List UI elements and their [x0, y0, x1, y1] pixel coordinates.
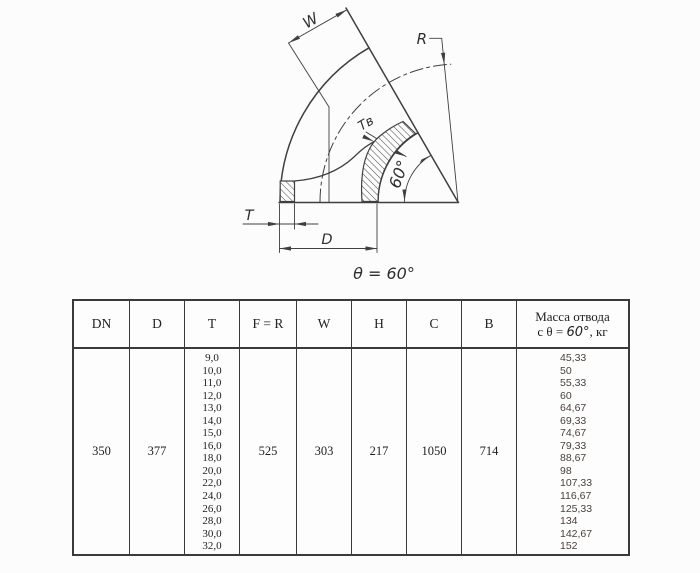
arrowhead-tv-2	[394, 149, 406, 157]
value-line: 55,33	[560, 377, 587, 390]
value-line: 116,67	[560, 490, 592, 503]
end-face-line	[345, 7, 459, 203]
arrowhead-angle-top	[419, 155, 431, 163]
label-d: D	[321, 232, 332, 248]
label-tv: Тв	[356, 114, 377, 135]
value-line: 69,33	[560, 414, 587, 427]
arrowhead-d-left	[279, 246, 291, 251]
value-line: 142,67	[560, 527, 593, 540]
value-line: 16,0	[202, 439, 222, 452]
outer-arc	[279, 47, 370, 203]
arrowhead-d-right	[365, 246, 377, 251]
col-header-w: W	[296, 301, 351, 349]
value-line: 18,0	[202, 452, 222, 465]
value-line: 24,0	[202, 490, 222, 503]
cell-w: 303	[296, 349, 351, 554]
mass-header-line2: с θ = 60°, кг	[537, 323, 608, 340]
value-line: 107,33	[560, 477, 593, 490]
col-header-b: B	[461, 301, 516, 349]
value-line: 15,0	[202, 427, 222, 440]
radius-leader-line	[429, 37, 459, 203]
value-line: 125,33	[560, 502, 593, 515]
value-line: 64,67	[560, 402, 587, 415]
label-theta-caption: θ = 60°	[353, 264, 415, 283]
arrowhead-t-left	[268, 221, 280, 227]
cell-b: 714	[461, 349, 516, 554]
arrowhead-w-left	[288, 35, 300, 43]
value-line: 9,0	[205, 352, 219, 364]
value-line: 28,0	[202, 515, 222, 528]
mass-header-line1: Масса отвода	[535, 308, 610, 324]
mass-header-angle: 60°	[566, 324, 590, 340]
angle-arc	[404, 154, 432, 203]
cell-fr: 525	[239, 349, 296, 554]
wall-section-hatch	[279, 180, 296, 203]
cell-dn: 350	[92, 444, 111, 458]
value-line: 32,0	[202, 540, 222, 553]
value-line: 20,0	[202, 464, 222, 477]
label-w: W	[300, 9, 323, 33]
inner-wall-section-hatch	[360, 120, 417, 203]
value-line: 88,67	[560, 452, 587, 465]
col-header-d: D	[129, 301, 184, 349]
value-line: 14,0	[202, 414, 222, 427]
value-line: 13,0	[202, 402, 222, 415]
value-line: 152	[560, 540, 578, 553]
arrowhead-radius	[441, 52, 446, 65]
t-extension-lines	[279, 203, 378, 253]
col-header-dn: DN	[74, 301, 129, 349]
arrowhead-w-right	[335, 9, 347, 18]
value-line: 12,0	[202, 389, 222, 402]
value-line: 60	[560, 389, 572, 402]
cell-c: 1050	[406, 349, 461, 554]
label-t: T	[245, 208, 255, 224]
label-r: R	[417, 30, 427, 48]
value-line: 26,0	[202, 502, 222, 515]
value-line: 45,33	[560, 352, 587, 364]
col-header-mass: Масса отвода с θ = 60°, кг	[516, 301, 628, 349]
value-line: 134	[560, 515, 578, 528]
cell-d: 377	[129, 349, 184, 554]
value-line: 98	[560, 464, 572, 477]
dimensions-table: DN D T F = R W H C B Масса отвода с θ = …	[72, 299, 630, 556]
centerline-arc	[319, 63, 452, 203]
value-line: 79,33	[560, 439, 587, 452]
value-line: 30,0	[202, 527, 222, 540]
bore-curve	[293, 140, 375, 182]
value-line: 74,67	[560, 427, 587, 440]
arrowhead-angle-bottom	[402, 189, 407, 201]
arrowhead-tv-1	[362, 134, 374, 142]
col-header-t: T	[184, 301, 239, 349]
cell-h: 217	[351, 349, 406, 554]
value-line: 22,0	[202, 477, 222, 490]
col-header-fr: F = R	[239, 301, 296, 349]
col-header-c: C	[406, 301, 461, 349]
w-extension-line	[288, 42, 330, 108]
arrowhead-t-right	[294, 221, 306, 227]
value-line: 11,0	[202, 377, 222, 390]
value-line: 50	[560, 364, 572, 377]
value-line: 10,0	[202, 364, 222, 377]
col-header-h: H	[351, 301, 406, 349]
